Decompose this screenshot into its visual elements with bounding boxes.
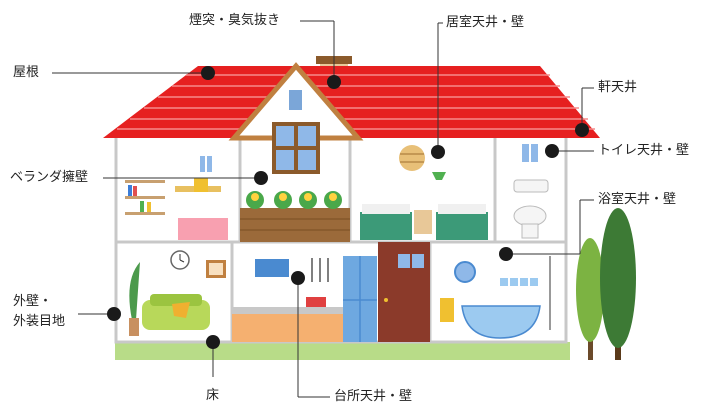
marker-toilet <box>545 144 559 158</box>
kitchen <box>232 256 377 342</box>
roof <box>103 66 600 138</box>
marker-dots <box>107 66 589 349</box>
veranda <box>240 191 350 242</box>
label-bathroom: 浴室天井・壁 <box>598 192 677 207</box>
living-room <box>129 250 226 336</box>
marker-veranda <box>254 171 268 185</box>
label-living-ceiling: 居室天井・壁 <box>446 15 525 30</box>
label-roof: 屋根 <box>13 65 40 80</box>
label-kitchen: 台所天井・壁 <box>334 389 413 404</box>
marker-chimney <box>327 75 341 89</box>
toilet-room <box>513 144 549 239</box>
marker-eaves <box>575 123 589 137</box>
label-chimney: 煙突・臭気抜き <box>189 13 281 28</box>
marker-roof <box>201 66 215 80</box>
label-veranda: ベランダ擁壁 <box>10 170 89 185</box>
tree-icon <box>576 208 636 360</box>
label-exterior-line2: 外装目地 <box>13 314 66 329</box>
ground-strip <box>115 342 570 360</box>
child-room <box>125 156 228 240</box>
label-floor: 床 <box>206 388 220 403</box>
marker-exterior <box>107 307 121 321</box>
label-toilet: トイレ天井・壁 <box>598 143 690 158</box>
dormer-window <box>272 122 320 174</box>
bedroom <box>360 145 488 240</box>
label-exterior-line1: 外壁・ <box>13 294 53 309</box>
marker-bathroom <box>499 247 513 261</box>
marker-kitchen <box>291 271 305 285</box>
leader-lines <box>52 20 594 398</box>
marker-living-ceiling <box>431 145 445 159</box>
front-door <box>378 242 430 342</box>
bathroom <box>440 256 551 339</box>
marker-floor <box>206 335 220 349</box>
label-eaves: 軒天井 <box>598 80 638 95</box>
